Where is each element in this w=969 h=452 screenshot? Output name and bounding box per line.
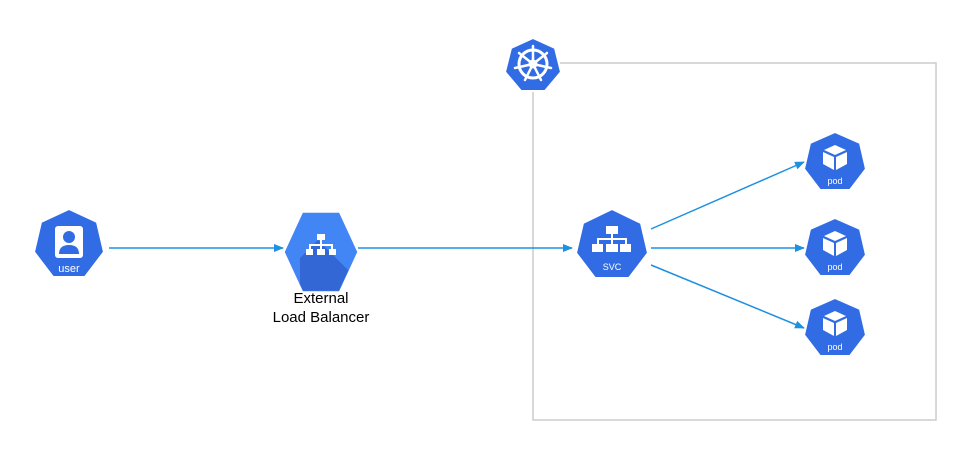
network-hierarchy-icon — [592, 226, 631, 252]
pod-node: pod — [802, 296, 868, 357]
arrow-svc-to-pod-1 — [650, 161, 805, 230]
cube-icon — [823, 311, 847, 336]
cube-icon — [823, 231, 847, 256]
user-card-icon — [55, 226, 83, 258]
load-balancer-node — [284, 212, 358, 292]
kubernetes-helm-icon — [503, 36, 563, 92]
arrow-svc-to-pod-3 — [650, 264, 805, 329]
load-balancer-label-line1: External — [293, 290, 348, 307]
service-node: SVC — [574, 207, 650, 279]
pod-label: pod — [827, 262, 842, 272]
user-label: user — [58, 263, 80, 275]
pod-label: pod — [827, 176, 842, 186]
cluster-boundary — [532, 62, 937, 421]
service-label: SVC — [603, 262, 622, 272]
user-node: user — [32, 207, 106, 278]
pod-node: pod — [802, 216, 868, 277]
pod-node: pod — [802, 130, 868, 191]
load-balancer-label-line2: Load Balancer — [273, 309, 370, 326]
network-hierarchy-icon — [306, 234, 336, 255]
cube-icon — [823, 145, 847, 170]
pod-label: pod — [827, 342, 842, 352]
